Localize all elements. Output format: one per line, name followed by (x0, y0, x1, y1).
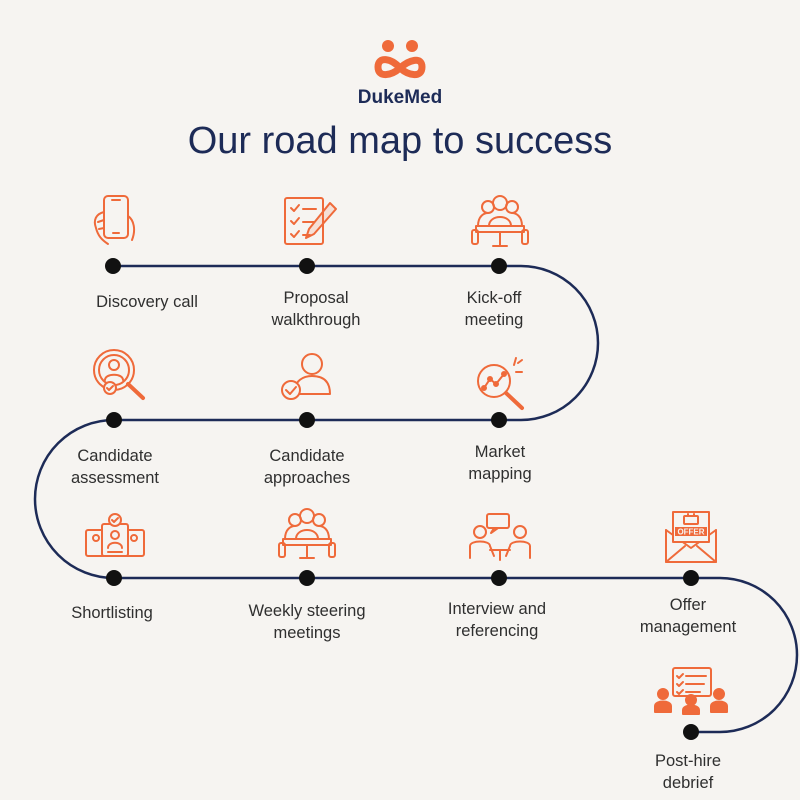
step-nodes (105, 258, 699, 740)
step-label-line: Proposal (283, 289, 349, 307)
step-label-proposal-walkthrough: Proposal walkthrough (231, 287, 401, 331)
path-turn-right-2 (719, 576, 799, 734)
step-node-discovery-call (105, 258, 121, 274)
document-pen-icon (284, 197, 337, 245)
step-label-line: Discovery call (96, 293, 198, 311)
step-label-candidate-assessment: Candidate assessment (30, 445, 200, 489)
step-label-line: referencing (455, 622, 539, 640)
meeting-table-icon (471, 195, 529, 247)
phone-hand-icon (93, 195, 136, 245)
path-turn-right-1 (520, 264, 600, 422)
step-node-offer-management (683, 570, 699, 586)
step-node-kick-off-meeting (491, 258, 507, 274)
step-label-line: management (639, 618, 737, 636)
checklist-team-icon (654, 667, 728, 715)
offer-envelope-icon: OFFER (665, 511, 717, 563)
step-label-line: Interview and (447, 600, 547, 618)
step-node-interview-and-referencing (491, 570, 507, 586)
step-label-kick-off-meeting: Kick-off meeting (409, 287, 579, 331)
step-label-line: approaches (263, 469, 351, 487)
step-label-line: Shortlisting (71, 604, 153, 622)
step-label-line: meetings (273, 624, 341, 642)
step-node-candidate-approaches (299, 412, 315, 428)
interview-chat-icon (469, 513, 531, 561)
path-turn-left (33, 418, 115, 580)
meeting-table-icon (278, 508, 336, 559)
step-label-line: meeting (464, 311, 524, 329)
step-label-line: Market (474, 443, 526, 461)
roadmap-path (33, 264, 799, 734)
step-label-line: Offer (669, 596, 707, 614)
magnifier-chart-icon (477, 357, 524, 410)
step-node-post-hire-debrief (683, 724, 699, 740)
dukemed-logo-icon (374, 40, 426, 79)
profile-cards-icon (85, 513, 145, 557)
svg-text:OFFER: OFFER (677, 528, 704, 537)
step-node-weekly-steering-meetings (299, 570, 315, 586)
step-label-shortlisting: Shortlisting (27, 602, 197, 624)
step-label-line: Candidate (77, 447, 153, 465)
step-label-discovery-call: Discovery call (62, 291, 232, 313)
step-label-line: mapping (468, 465, 532, 483)
step-label-offer-management: Offer management (603, 594, 773, 638)
step-label-line: Candidate (269, 447, 345, 465)
step-label-line: walkthrough (271, 311, 361, 329)
step-label-line: debrief (662, 774, 714, 792)
step-node-market-mapping (491, 412, 507, 428)
step-label-candidate-approaches: Candidate approaches (222, 445, 392, 489)
step-label-line: Weekly steering (248, 602, 366, 620)
step-node-proposal-walkthrough (299, 258, 315, 274)
page-title: Our road map to success (187, 120, 613, 162)
step-label-line: assessment (70, 469, 160, 487)
step-node-candidate-assessment (106, 412, 122, 428)
user-search-icon (93, 349, 145, 400)
brand-name: DukeMed (357, 87, 443, 108)
step-node-shortlisting (106, 570, 122, 586)
step-label-market-mapping: Market mapping (415, 441, 585, 485)
user-check-icon (281, 353, 331, 400)
step-label-weekly-steering-meetings: Weekly steering meetings (222, 600, 392, 644)
step-label-interview-and-referencing: Interview and referencing (412, 598, 582, 642)
step-label-line: Post-hire (654, 752, 722, 770)
step-label-post-hire-debrief: Post-hire debrief (603, 750, 773, 794)
step-label-line: Kick-off (466, 289, 522, 307)
